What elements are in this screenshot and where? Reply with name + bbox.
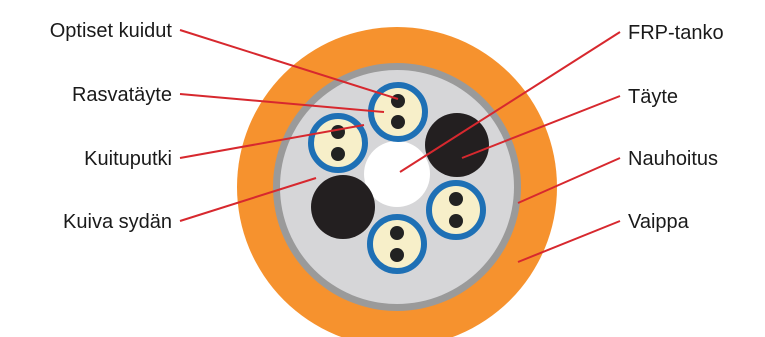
loose-tube-left bbox=[308, 113, 368, 173]
label-frp-rod: FRP-tanko bbox=[628, 22, 724, 44]
leader-optical-fibers bbox=[179, 29, 399, 100]
label-optical-fibers: Optiset kuidut bbox=[50, 20, 173, 42]
fiber-icon bbox=[390, 226, 404, 240]
frp-rod bbox=[364, 141, 430, 207]
leader-sheath bbox=[517, 220, 621, 263]
leader-filler bbox=[461, 95, 621, 159]
label-filler: Täyte bbox=[628, 86, 678, 108]
label-tape: Nauhoitus bbox=[628, 148, 718, 170]
leader-frp-rod bbox=[399, 31, 621, 173]
fiber-icon bbox=[331, 125, 345, 139]
leader-lines bbox=[179, 29, 621, 263]
dry-core-filler bbox=[311, 175, 375, 239]
fiber-icon bbox=[391, 115, 405, 129]
label-dry-core: Kuiva sydän bbox=[63, 211, 172, 233]
fiber-icon bbox=[449, 192, 463, 206]
leader-grease-fill bbox=[179, 93, 385, 113]
filler-right bbox=[425, 113, 489, 177]
label-sheath: Vaippa bbox=[628, 211, 690, 233]
fiber-icon bbox=[449, 214, 463, 228]
fiber-icon bbox=[391, 94, 405, 108]
loose-tube-right bbox=[426, 180, 486, 240]
label-fiber-tube: Kuituputki bbox=[84, 148, 172, 170]
loose-tube-bottom bbox=[367, 214, 427, 274]
fiber-icon bbox=[331, 147, 345, 161]
leader-dry-core bbox=[179, 177, 317, 222]
leader-fiber-tube bbox=[179, 124, 365, 159]
fiber-icon bbox=[390, 248, 404, 262]
label-grease-fill: Rasvatäyte bbox=[72, 84, 172, 106]
leader-tape bbox=[517, 157, 621, 204]
